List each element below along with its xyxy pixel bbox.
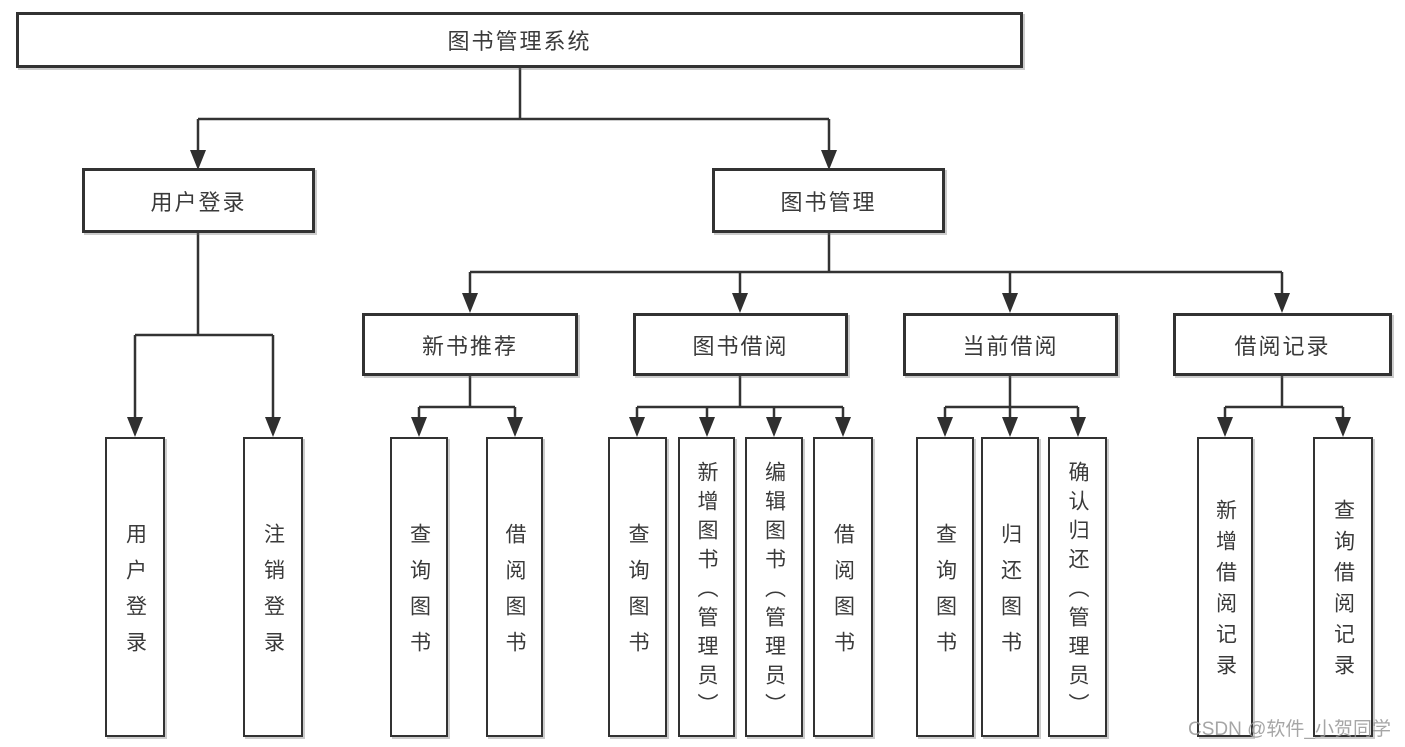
node-borrow-records-label: 借阅记录 xyxy=(1234,333,1331,359)
node-current-borrow-label: 当前借阅 xyxy=(962,333,1059,359)
leaf-query-books-recommend: 查询图书 xyxy=(390,437,448,737)
leaf-add-borrow-record-label: 新增借阅记录 xyxy=(1213,499,1237,685)
leaf-edit-books-admin: 编辑图书（管理员） xyxy=(745,437,803,737)
leaf-query-books-current-label: 查询图书 xyxy=(933,522,957,667)
leaf-logout-label: 注销登录 xyxy=(261,522,285,667)
node-book-borrow: 图书借阅 xyxy=(633,313,848,376)
leaf-query-borrow-record: 查询借阅记录 xyxy=(1313,437,1373,737)
leaf-query-borrow-record-label: 查询借阅记录 xyxy=(1331,499,1355,685)
node-new-book-recommend-label: 新书推荐 xyxy=(421,333,518,359)
node-book-borrow-label: 图书借阅 xyxy=(692,333,789,359)
leaf-return-books: 归还图书 xyxy=(981,437,1039,737)
leaf-add-borrow-record: 新增借阅记录 xyxy=(1197,437,1253,737)
csdn-watermark: CSDN @软件_小贺同学 xyxy=(1188,719,1391,740)
leaf-borrow-books: 借阅图书 xyxy=(813,437,873,737)
leaf-query-books-recommend-label: 查询图书 xyxy=(407,522,431,667)
leaf-query-books-current: 查询图书 xyxy=(916,437,974,737)
node-book-management: 图书管理 xyxy=(712,168,945,233)
leaf-confirm-return-admin-label: 确认归还（管理员） xyxy=(1066,460,1089,722)
node-borrow-records: 借阅记录 xyxy=(1173,313,1392,376)
leaf-user-login-label: 用户登录 xyxy=(123,522,147,667)
leaf-user-login: 用户登录 xyxy=(105,437,165,737)
leaf-borrow-books-recommend: 借阅图书 xyxy=(486,437,543,737)
leaf-borrow-books-recommend-label: 借阅图书 xyxy=(503,522,526,667)
node-new-book-recommend: 新书推荐 xyxy=(362,313,578,376)
leaf-query-books-borrow-label: 查询图书 xyxy=(626,522,649,667)
leaf-logout: 注销登录 xyxy=(243,437,303,737)
leaf-borrow-books-label: 借阅图书 xyxy=(831,522,855,667)
leaf-query-books-borrow: 查询图书 xyxy=(608,437,667,737)
leaf-add-books-admin: 新增图书（管理员） xyxy=(678,437,735,737)
node-book-management-label: 图书管理 xyxy=(780,189,877,215)
node-current-borrow: 当前借阅 xyxy=(903,313,1118,376)
node-user-login-label: 用户登录 xyxy=(150,189,247,215)
leaf-add-books-admin-label: 新增图书（管理员） xyxy=(695,460,718,722)
leaf-confirm-return-admin: 确认归还（管理员） xyxy=(1048,437,1107,737)
node-root-label: 图书管理系统 xyxy=(447,29,592,54)
node-root-system: 图书管理系统 xyxy=(16,12,1023,68)
leaf-edit-books-admin-label: 编辑图书（管理员） xyxy=(762,460,786,722)
node-user-login: 用户登录 xyxy=(82,168,315,233)
leaf-return-books-label: 归还图书 xyxy=(998,522,1022,667)
